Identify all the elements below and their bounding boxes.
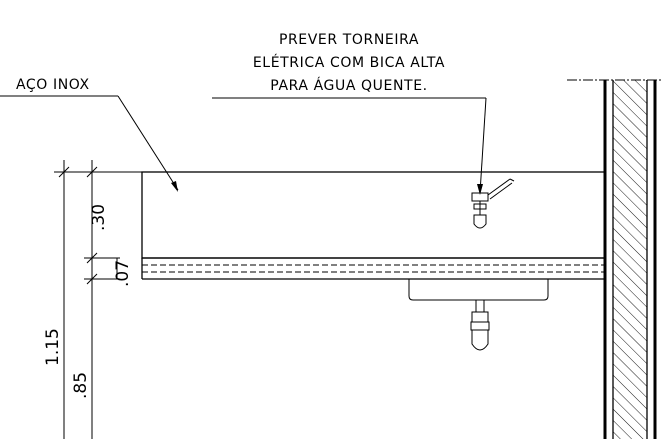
- backsplash-outline: [141, 171, 606, 259]
- dim-tick-total-top: [58, 166, 70, 178]
- sink-bowl: [408, 279, 549, 301]
- note-line-1: PREVER TORNEIRA: [279, 32, 419, 48]
- dim-tick-top: [86, 166, 98, 178]
- dim-tick-counter-top: [86, 252, 98, 264]
- dim-counter-thickness: .07: [113, 260, 133, 287]
- drain-ring: [470, 321, 490, 331]
- dim-upper-height: .30: [89, 204, 109, 231]
- drain-body: [471, 329, 489, 351]
- material-leader-arrow: [171, 181, 178, 192]
- note-leader-line: [479, 97, 487, 194]
- material-leader-line: [117, 95, 179, 191]
- note-leader: [212, 97, 487, 195]
- dim-lower-height: .85: [71, 372, 91, 399]
- faucet-lever-2: [489, 182, 513, 200]
- wall: [567, 79, 663, 439]
- drain-nut: [471, 311, 489, 323]
- dimension-lines: [54, 160, 142, 439]
- dim-total-height: 1.15: [43, 328, 63, 366]
- faucet-icon: [471, 178, 515, 229]
- note-line-2: ELÉTRICA COM BICA ALTA: [253, 54, 445, 71]
- material-label: AÇO INOX: [16, 77, 90, 93]
- faucet-lever-tip: [509, 178, 515, 182]
- backsplash: [141, 171, 606, 259]
- drain-trap-icon: [470, 300, 490, 351]
- material-leader: [0, 95, 179, 192]
- faucet-lever: [487, 178, 511, 196]
- dim-tick-counter-bottom: [86, 273, 98, 285]
- note-leader-arrow: [477, 184, 483, 195]
- note-line-3: PARA ÁGUA QUENTE.: [270, 77, 427, 94]
- faucet-ring: [473, 203, 487, 210]
- faucet-spout: [473, 214, 487, 229]
- wall-hatch: [613, 80, 647, 439]
- countertop: [141, 257, 605, 280]
